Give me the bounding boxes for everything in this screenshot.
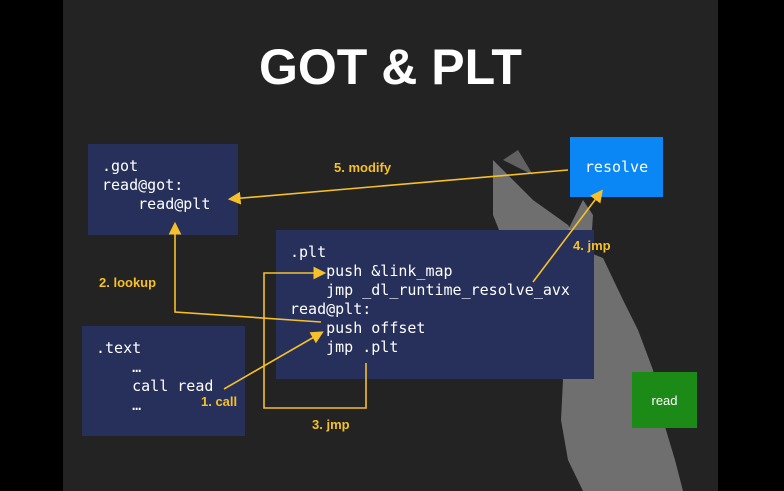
resolve-box: resolve bbox=[570, 137, 663, 197]
got-line: read@plt bbox=[102, 195, 211, 213]
arrow-call bbox=[223, 331, 324, 390]
step-jmp-label: 3. jmp bbox=[312, 417, 350, 432]
text-line: call read bbox=[96, 377, 214, 395]
plt-line: read@plt: bbox=[290, 300, 372, 318]
plt-line: jmp _dl_runtime_resolve_avx bbox=[290, 281, 570, 299]
arrow-lookup bbox=[168, 221, 322, 323]
step-jmp-resolve-label: 4. jmp bbox=[573, 238, 611, 253]
step-call-label: 1. call bbox=[201, 394, 238, 409]
text-line: … bbox=[96, 358, 142, 376]
got-line: .got bbox=[102, 157, 139, 175]
arrow-jmp-resolve bbox=[532, 189, 603, 283]
step-lookup-label: 2. lookup bbox=[99, 275, 157, 290]
text-line: … bbox=[96, 396, 142, 414]
text-box: .text … call read … bbox=[82, 326, 245, 436]
step-modify-label: 5. modify bbox=[334, 160, 392, 175]
arrows-layer bbox=[168, 169, 603, 409]
arrow-modify bbox=[227, 169, 569, 205]
got-line: read@got: bbox=[102, 176, 184, 194]
plt-line: push &link_map bbox=[290, 262, 453, 280]
got-box: .got read@got: read@plt bbox=[88, 144, 238, 235]
text-line: .text bbox=[96, 339, 142, 357]
plt-box: .plt push &link_map jmp _dl_runtime_reso… bbox=[276, 230, 594, 379]
plt-line: .plt bbox=[290, 243, 327, 261]
plt-line: jmp .plt bbox=[290, 338, 399, 356]
slide-title: GOT & PLT bbox=[259, 39, 522, 95]
slide: GOT & PLT .got read@got: read@plt .plt p… bbox=[63, 0, 718, 491]
read-box: read bbox=[632, 372, 697, 428]
arrow-jmp bbox=[263, 266, 367, 409]
plt-line: push offset bbox=[290, 319, 426, 337]
